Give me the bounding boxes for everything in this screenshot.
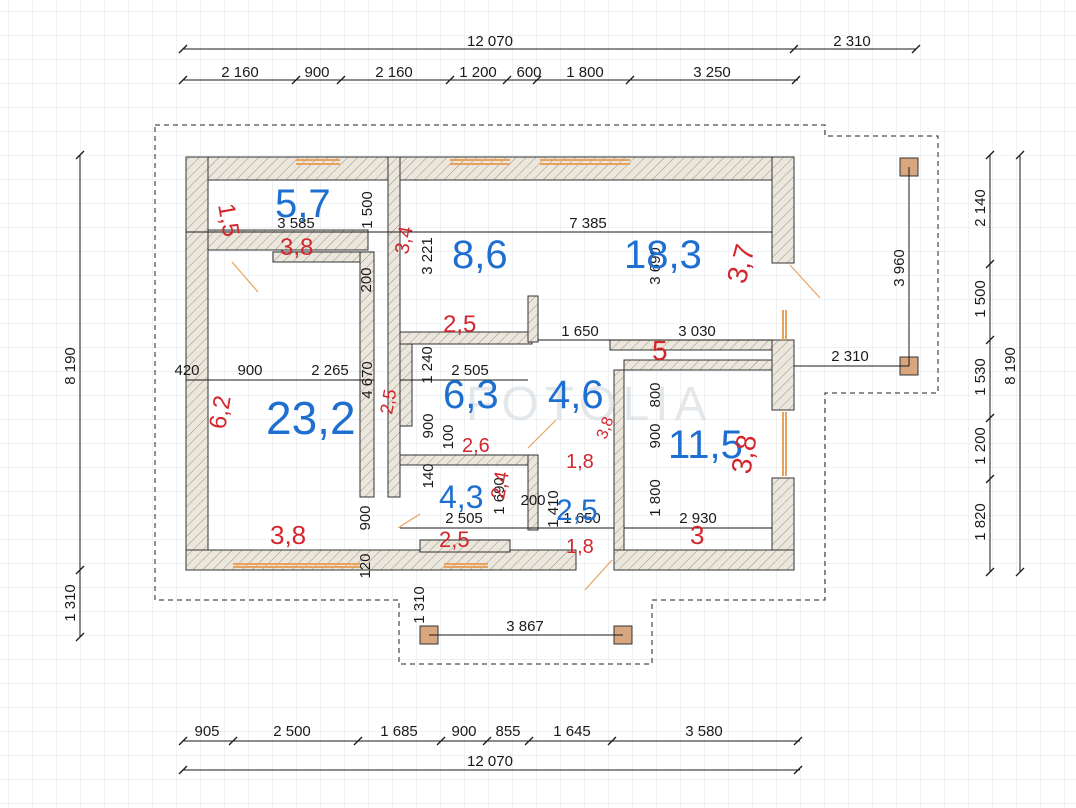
hand-note: 1,5 xyxy=(212,201,244,239)
dim-interior: 200 xyxy=(520,492,545,509)
dim-bottom-segment: 1 685 xyxy=(380,723,418,740)
dim-interior: 900 xyxy=(357,505,374,530)
dim-interior: 7 385 xyxy=(569,215,607,232)
dim-right-segment: 2 140 xyxy=(972,189,989,227)
dim-interior: 900 xyxy=(420,413,437,438)
dim-bottom-segment: 1 645 xyxy=(553,723,591,740)
dim-top-segment: 3 250 xyxy=(693,64,731,81)
dim-top-segment: 900 xyxy=(304,64,329,81)
hand-note: 2,6 xyxy=(462,435,490,457)
dim-top-segment: 600 xyxy=(516,64,541,81)
dim-interior: 900 xyxy=(237,362,262,379)
dim-interior: 4 670 xyxy=(359,361,376,399)
room-area-label: 6,3 xyxy=(443,373,499,417)
room-area-label: 2,5 xyxy=(556,494,598,527)
dim-interior: 1 650 xyxy=(561,323,599,340)
windows xyxy=(233,159,787,568)
dim-interior: 3 030 xyxy=(678,323,716,340)
dim-top-extra: 2 310 xyxy=(833,33,871,50)
dim-right-segment: 1 820 xyxy=(972,503,989,541)
room-areas: 5,7 8,6 18,3 23,2 6,3 4,6 11,5 4,3 2,5 xyxy=(266,182,743,527)
dim-interior: 1 240 xyxy=(419,346,436,384)
dim-interior: 800 xyxy=(647,382,664,407)
hand-note: 1,8 xyxy=(566,536,594,558)
dim-interior: 3 585 xyxy=(277,215,315,232)
dim-top-total: 12 070 xyxy=(467,33,513,50)
room-area-label: 8,6 xyxy=(452,233,508,277)
dim-bottom-segment: 900 xyxy=(451,723,476,740)
dim-bottom-segment: 905 xyxy=(194,723,219,740)
dim-interior: 1 650 xyxy=(563,510,601,527)
hand-note: 3,8 xyxy=(280,234,313,261)
room-area-label: 5,7 xyxy=(275,182,331,226)
dim-bottom-segment: 3 580 xyxy=(685,723,723,740)
hand-note: 3,8 xyxy=(270,520,306,550)
watermark: FOTOLIA xyxy=(466,378,713,431)
hand-note: 2,4 xyxy=(487,470,513,501)
room-area-label: 4,3 xyxy=(439,479,483,515)
hand-note: 1,8 xyxy=(566,451,594,473)
room-area-label: 4,6 xyxy=(548,373,604,417)
dim-interior: 420 xyxy=(174,362,199,379)
dim-interior: 2 265 xyxy=(311,362,349,379)
hand-note: 2,5 xyxy=(376,388,400,416)
hand-note: 2,5 xyxy=(443,311,476,338)
hand-note: 2,5 xyxy=(439,527,470,552)
dim-top-segment: 1 800 xyxy=(566,64,604,81)
dimension-lines xyxy=(79,48,1021,771)
room-area-label: 18,3 xyxy=(624,233,702,277)
dim-bottom-segment: 855 xyxy=(495,723,520,740)
dim-interior: 2 505 xyxy=(445,510,483,527)
dim-top-segment: 1 200 xyxy=(459,64,497,81)
dim-interior: 1 690 xyxy=(491,477,508,515)
terrace-outline xyxy=(154,124,939,665)
dim-top-segment: 2 160 xyxy=(221,64,259,81)
dim-bottom-total: 12 070 xyxy=(467,753,513,770)
dim-right-segment: 1 530 xyxy=(972,358,989,396)
dimension-ticks xyxy=(75,44,1025,775)
dimension-labels: 12 070 2 310 2 160 900 2 160 1 200 600 1… xyxy=(62,33,1019,770)
dim-terrace-width: 2 310 xyxy=(831,348,869,365)
dim-interior: 140 xyxy=(420,463,437,488)
hand-note: 5 xyxy=(652,335,668,366)
walls xyxy=(185,156,795,571)
dim-bottom-segment: 2 500 xyxy=(273,723,311,740)
dim-interior: 100 xyxy=(440,424,457,449)
dim-interior: 3 690 xyxy=(647,247,664,285)
dim-interior: 3 221 xyxy=(419,237,436,275)
room-area-label: 11,5 xyxy=(668,423,743,467)
dim-left-total: 8 190 xyxy=(62,347,79,385)
dim-left-extra: 1 310 xyxy=(62,584,79,622)
dim-porch-width: 3 867 xyxy=(506,618,544,635)
dim-right-segment: 1 500 xyxy=(972,280,989,318)
dim-terrace-height: 3 960 xyxy=(891,249,908,287)
hand-note: 3,8 xyxy=(725,432,762,476)
dim-interior: 200 xyxy=(358,267,375,292)
hand-note: 3,4 xyxy=(391,225,417,256)
dim-interior: 1 800 xyxy=(647,479,664,517)
hand-note: 3 xyxy=(690,520,704,550)
dim-interior: 120 xyxy=(357,553,374,578)
dim-interior: 1 500 xyxy=(359,191,376,229)
room-area-label: 23,2 xyxy=(266,392,356,444)
dim-right-total: 8 190 xyxy=(1002,347,1019,385)
dim-interior: 2 930 xyxy=(679,510,717,527)
dim-top-segment: 2 160 xyxy=(375,64,413,81)
doors xyxy=(231,261,821,591)
dim-porch-depth: 1 310 xyxy=(411,586,428,624)
dim-interior: 1 410 xyxy=(545,490,562,528)
hand-note: 3,8 xyxy=(594,415,618,442)
dim-right-segment: 1 200 xyxy=(972,427,989,465)
dim-interior: 900 xyxy=(647,423,664,448)
dim-interior: 2 505 xyxy=(451,362,489,379)
hand-note: 6,2 xyxy=(204,393,236,431)
